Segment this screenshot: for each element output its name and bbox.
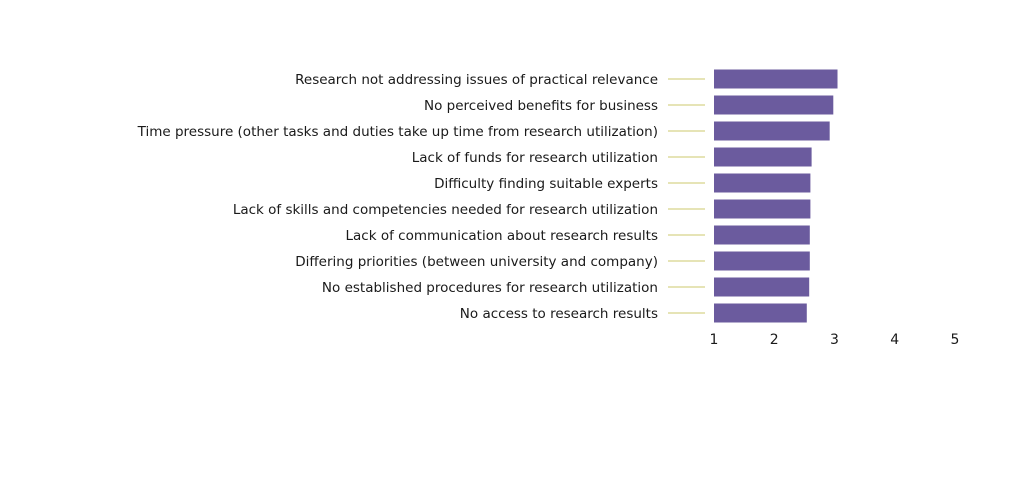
category-label: No access to research results <box>460 306 658 322</box>
bar <box>714 303 807 323</box>
category-label: Difficulty finding suitable experts <box>434 176 658 192</box>
category-label: Lack of funds for research utilization <box>412 150 658 166</box>
bar <box>714 69 838 89</box>
category-label: No established procedures for research u… <box>322 280 658 296</box>
category-label: Lack of communication about research res… <box>346 228 658 244</box>
bar <box>714 173 811 193</box>
category-label: No perceived benefits for business <box>424 98 658 114</box>
x-tick-label: 2 <box>770 332 779 348</box>
bar <box>714 121 830 141</box>
category-labels: Research not addressing issues of practi… <box>137 72 658 322</box>
x-tick-label: 3 <box>830 332 839 348</box>
x-tick-label: 4 <box>890 332 899 348</box>
bar <box>714 147 812 167</box>
x-tick-label: 5 <box>951 332 960 348</box>
x-axis-ticks: 1 2 3 4 5 <box>710 332 960 348</box>
category-label: Differing priorities (between university… <box>295 254 658 270</box>
bar <box>714 277 810 297</box>
category-label: Research not addressing issues of practi… <box>295 72 658 88</box>
leader-lines <box>668 78 705 314</box>
category-label: Lack of skills and competencies needed f… <box>233 202 658 218</box>
category-label: Time pressure (other tasks and duties ta… <box>137 124 658 140</box>
x-tick-label: 1 <box>710 332 719 348</box>
bar <box>714 199 811 219</box>
bar <box>714 95 834 115</box>
bar <box>714 225 810 245</box>
bar <box>714 251 810 271</box>
bars <box>714 69 838 323</box>
